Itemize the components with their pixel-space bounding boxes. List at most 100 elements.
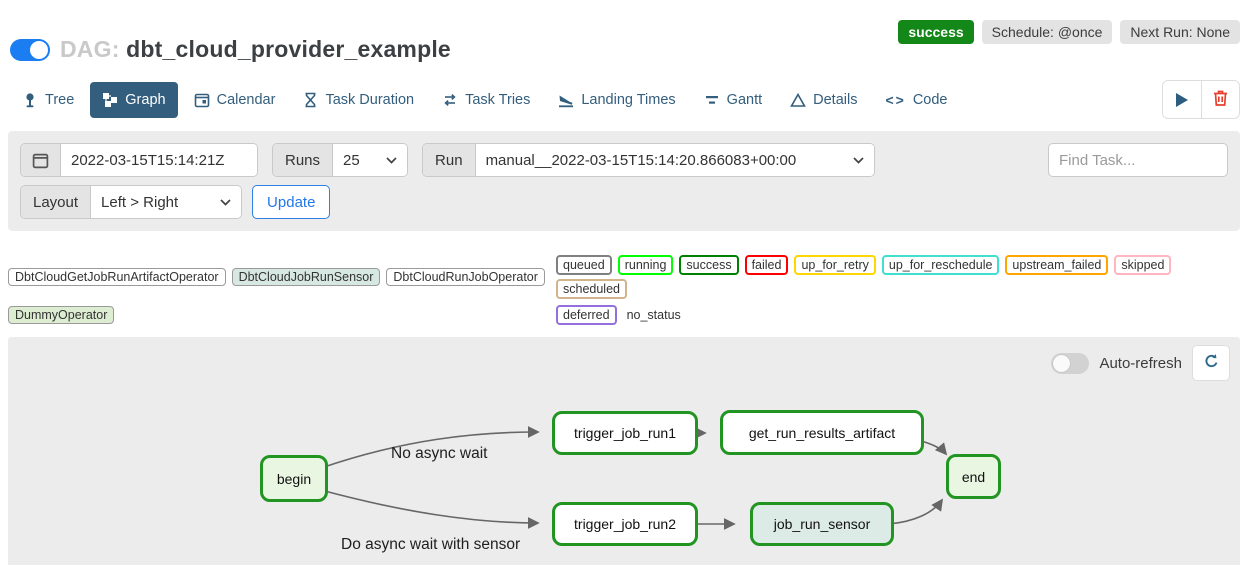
hourglass-icon	[303, 92, 318, 108]
graph-node-get-run-results-artifact[interactable]: get_run_results_artifact	[720, 410, 924, 455]
layout-addon-label: Layout	[21, 186, 92, 218]
tab-task-tries[interactable]: Task Tries	[430, 82, 542, 118]
graph-node-trigger-job-run1[interactable]: trigger_job_run1	[552, 411, 698, 455]
run-select-value: manual__2022-03-15T15:14:20.866083+00:00	[485, 151, 797, 169]
status-chip: upstream_failed	[1005, 255, 1109, 275]
dag-pause-toggle[interactable]	[10, 38, 50, 61]
triangle-icon	[790, 92, 807, 108]
page-title: DAG: dbt_cloud_provider_example	[60, 36, 451, 63]
operator-chip: DbtCloudRunJobOperator	[386, 268, 545, 286]
status-chip: skipped	[1114, 255, 1172, 275]
edge-label-no-async: No async wait	[391, 445, 488, 462]
run-addon-label: Run	[423, 144, 476, 176]
legend: DbtCloudGetJobRunArtifactOperator DbtClo…	[8, 253, 1240, 327]
dag-status-badge: success	[898, 20, 974, 44]
play-icon	[1176, 92, 1188, 107]
auto-refresh-label: Auto-refresh	[1099, 354, 1182, 372]
edge-begin-run1	[320, 426, 540, 469]
tab-landing-times[interactable]: Landing Times	[546, 82, 687, 118]
tab-label: Details	[813, 91, 858, 108]
status-chip: failed	[744, 255, 789, 275]
status-legend-row2: deferred no_status	[556, 303, 1240, 327]
graph-icon	[102, 92, 118, 108]
tab-label: Calendar	[216, 91, 276, 108]
run-select-group: Run manual__2022-03-15T15:14:20.866083+0…	[422, 143, 875, 177]
graph-node-trigger-job-run2[interactable]: trigger_job_run2	[552, 502, 698, 546]
tab-label: Landing Times	[581, 91, 676, 108]
graph-filter-panel: Runs 25 Run manual__2022-03-15T15:14:20.…	[8, 131, 1240, 231]
status-chip: up_for_reschedule	[881, 255, 1000, 275]
status-chip: success	[679, 255, 739, 275]
tab-label: Task Duration	[325, 91, 415, 108]
tab-details[interactable]: Details	[778, 82, 869, 118]
operator-legend-row1: DbtCloudGetJobRunArtifactOperator DbtClo…	[8, 253, 556, 301]
update-button[interactable]: Update	[252, 185, 331, 219]
schedule-badge: Schedule: @once	[981, 20, 1113, 44]
num-runs-group: Runs 25	[272, 143, 409, 177]
dag-graph-canvas[interactable]: Auto-refresh No async wait Do async wait…	[8, 337, 1240, 565]
num-runs-select[interactable]: 25	[333, 144, 408, 176]
status-chip: scheduled	[556, 279, 627, 299]
status-chip: up_for_retry	[794, 255, 876, 275]
refresh-button[interactable]	[1192, 345, 1230, 381]
auto-refresh-toggle[interactable]	[1051, 352, 1090, 374]
code-brackets-icon: <>	[885, 91, 906, 108]
tab-label: Task Tries	[465, 91, 531, 108]
dag-action-buttons	[1162, 80, 1240, 119]
tab-label: Code	[912, 91, 948, 108]
chevron-down-icon	[852, 156, 864, 164]
status-chip: running	[617, 255, 674, 275]
tab-calendar[interactable]: Calendar	[182, 82, 288, 118]
run-select[interactable]: manual__2022-03-15T15:14:20.866083+00:00	[475, 144, 874, 176]
status-chip: queued	[556, 255, 612, 275]
tab-label: Graph	[125, 91, 166, 108]
status-chip-no-status: no_status	[626, 308, 681, 322]
operator-chip: DbtCloudGetJobRunArtifactOperator	[8, 268, 226, 286]
tab-graph[interactable]: Graph	[90, 81, 178, 118]
edge-sensor-end	[887, 498, 944, 525]
operator-legend-row2: DummyOperator	[8, 303, 556, 327]
graph-node-end[interactable]: end	[946, 454, 1001, 499]
tab-label: Tree	[45, 91, 75, 108]
graph-node-begin[interactable]: begin	[260, 455, 328, 502]
delete-dag-button[interactable]	[1201, 81, 1239, 118]
edge-label-async-sensor: Do async wait with sensor	[341, 536, 521, 553]
dag-name: dbt_cloud_provider_example	[126, 36, 451, 62]
runs-addon-label: Runs	[273, 144, 334, 176]
chevron-down-icon	[220, 198, 231, 206]
base-date-input[interactable]	[61, 144, 257, 176]
dag-edges	[320, 426, 948, 530]
calendar-icon	[194, 92, 210, 108]
operator-chip: DbtCloudJobRunSensor	[231, 268, 381, 286]
num-runs-value: 25	[343, 151, 360, 169]
dag-prefix-label: DAG:	[60, 36, 120, 62]
layout-group: Layout Left > Right	[20, 185, 243, 219]
status-chip: deferred	[556, 305, 617, 325]
refresh-icon	[1203, 353, 1220, 373]
base-date-group	[20, 143, 258, 177]
tab-gantt[interactable]: Gantt	[692, 82, 774, 118]
chevron-down-icon	[386, 156, 397, 164]
tab-task-duration[interactable]: Task Duration	[291, 82, 426, 118]
trash-icon	[1212, 89, 1229, 110]
dag-header: DAG: dbt_cloud_provider_example success …	[0, 0, 1248, 66]
calendar-addon[interactable]	[21, 144, 61, 176]
tab-code[interactable]: <> Code	[873, 82, 959, 118]
next-run-badge: Next Run: None	[1120, 20, 1240, 44]
tab-tree[interactable]: Tree	[10, 82, 86, 118]
layout-select-value: Left > Right	[101, 193, 179, 211]
find-task-input[interactable]	[1048, 143, 1228, 177]
trigger-dag-button[interactable]	[1163, 81, 1201, 118]
plane-landing-icon	[558, 92, 574, 108]
tab-label: Gantt	[726, 91, 763, 108]
tree-icon	[22, 92, 38, 108]
graph-node-job-run-sensor[interactable]: job_run_sensor	[750, 502, 894, 546]
layout-select[interactable]: Left > Right	[91, 186, 242, 218]
operator-chip: DummyOperator	[8, 306, 115, 324]
view-tabbar: Tree Graph Calendar Task Duration Task T…	[10, 80, 1240, 119]
gantt-bars-icon	[704, 92, 720, 108]
toggle-knob	[1053, 354, 1071, 372]
edge-begin-run2	[320, 489, 540, 529]
status-legend-row1: queued running success failed up_for_ret…	[556, 253, 1240, 301]
toggle-knob	[30, 40, 48, 59]
